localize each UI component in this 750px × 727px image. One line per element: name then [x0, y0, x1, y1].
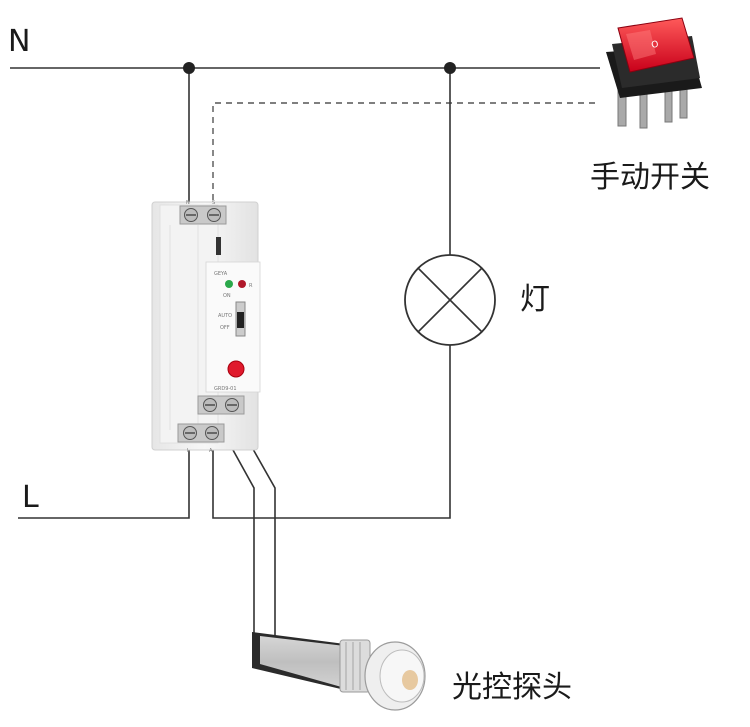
- relay-terminal-s-text: S: [212, 200, 215, 206]
- relay-terminal-out-text: A: [209, 448, 213, 454]
- relay-model-text: GRD9-01: [214, 386, 237, 392]
- light-control-relay: GEYA ON AUTO OFF R GRD9-01 N S L A: [151, 200, 261, 454]
- relay-off-text: OFF: [220, 325, 230, 331]
- relay-terminal-n-text: N: [186, 200, 190, 206]
- relay-indicator-bar: [216, 237, 221, 255]
- junction-dot-right: [444, 62, 456, 74]
- relay-auto-text: AUTO: [218, 313, 232, 319]
- relay-bottom-terminals-lower: [177, 423, 225, 443]
- live-line: [18, 445, 190, 519]
- svg-text:O: O: [651, 40, 660, 51]
- lamp-symbol: [404, 254, 496, 346]
- neutral-label: N: [8, 24, 31, 59]
- live-label: L: [22, 480, 39, 515]
- manual-rocker-switch: O: [606, 17, 702, 129]
- relay-r-text: R: [249, 283, 253, 289]
- lamp-label: 灯: [520, 282, 550, 317]
- relay-terminal-l-text: L: [187, 448, 190, 454]
- power-led: [225, 280, 233, 288]
- output-led: [238, 280, 246, 288]
- relay-on-text: ON: [223, 293, 231, 299]
- relay-brand-text: GEYA: [214, 271, 228, 277]
- light-sensor-label: 光控探头: [452, 670, 572, 705]
- relay-bottom-terminals-upper: [197, 395, 245, 415]
- manual-switch-label: 手动开关: [590, 160, 710, 195]
- switch-dashed-line: [212, 102, 600, 200]
- sensitivity-knob: [227, 360, 245, 378]
- lamp-return-wire: [212, 345, 451, 519]
- relay-top-terminals: [179, 205, 227, 225]
- junction-dot-left: [183, 62, 195, 74]
- light-sensor-probe: [252, 632, 426, 711]
- mode-slider-knob: [237, 312, 244, 328]
